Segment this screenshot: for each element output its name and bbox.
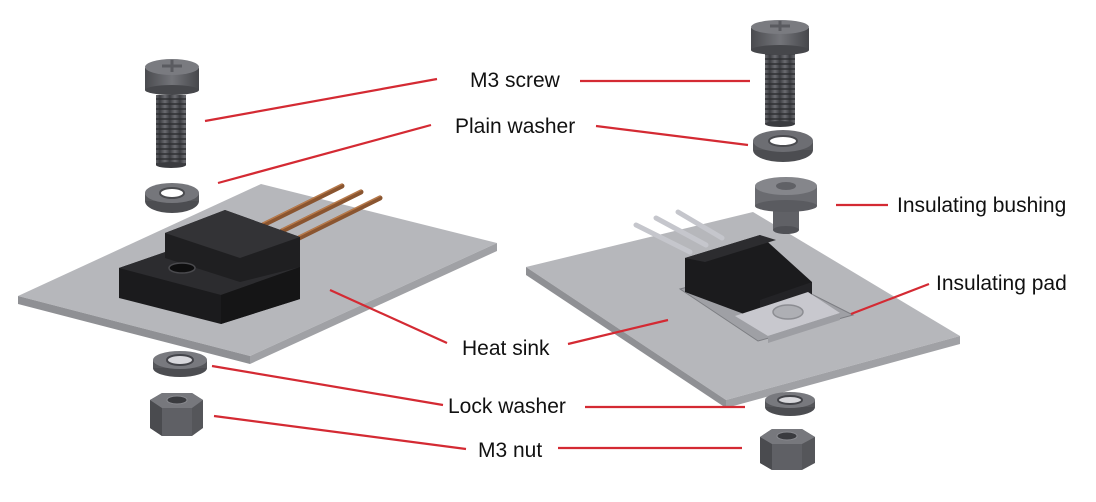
label-insulating-bushing: Insulating bushing <box>897 194 1067 217</box>
label-m3-screw: M3 screw <box>470 69 560 92</box>
left-transistor-leads <box>260 183 383 241</box>
right-lock-washer <box>765 392 815 416</box>
leader-plain-washer-left <box>217 123 432 185</box>
right-plain-washer <box>753 130 813 162</box>
label-insulating-pad: Insulating pad <box>936 272 1067 295</box>
leader-heat-sink-left <box>329 288 448 345</box>
label-lock-washer: Lock washer <box>448 395 566 418</box>
leader-insulating-pad <box>850 282 930 316</box>
right-assembly <box>526 20 960 470</box>
right-plate-side <box>726 336 960 408</box>
leader-plain-washer-right <box>595 124 749 147</box>
label-heat-sink: Heat sink <box>462 337 550 360</box>
right-transistor <box>685 235 840 343</box>
right-mounting-hole <box>772 304 804 320</box>
left-plate-side <box>250 243 497 364</box>
leader-lines <box>204 77 930 451</box>
left-assembly <box>18 59 497 436</box>
leader-lock-washer-left <box>211 364 444 407</box>
label-m3-nut: M3 nut <box>478 439 543 462</box>
label-plain-washer: Plain washer <box>455 115 576 138</box>
right-m3-screw <box>751 20 809 127</box>
left-lock-washer <box>153 351 207 377</box>
right-m3-nut <box>760 429 815 470</box>
leader-heat-sink-right <box>567 318 669 346</box>
right-transistor-leads <box>633 209 725 255</box>
left-plate-front <box>18 296 250 364</box>
left-plain-washer <box>145 183 199 213</box>
right-insulating-bushing <box>755 177 817 234</box>
right-plate-front <box>526 267 726 408</box>
left-m3-nut <box>150 393 203 436</box>
left-m3-screw <box>145 59 199 168</box>
left-mounting-hole <box>168 262 196 274</box>
leader-m3-nut-left <box>213 414 467 451</box>
left-transistor <box>119 210 300 324</box>
leader-m3-screw-left <box>204 77 438 123</box>
